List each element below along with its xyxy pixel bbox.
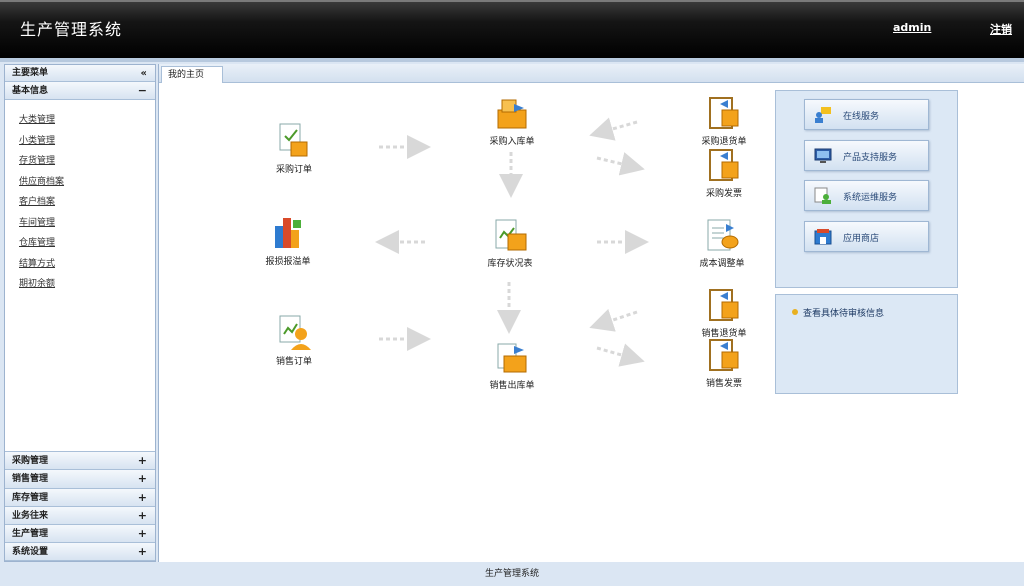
sales-invoice-icon xyxy=(709,339,739,371)
collapse-sidebar-icon[interactable]: « xyxy=(140,68,147,79)
sidebar-section-label: 销售管理 xyxy=(12,474,49,485)
sidebar-item-warehouse[interactable]: 仓库管理 xyxy=(19,238,56,249)
purchase-invoice-node[interactable]: 采购发票 xyxy=(679,148,769,199)
tab-home[interactable]: 我的主页 xyxy=(161,66,224,83)
online-service-button[interactable]: 在线服务 xyxy=(804,99,929,130)
sidebar-section-sales[interactable]: 销售管理 + xyxy=(5,470,155,489)
app-header: 生产管理系统 admin 注销 xyxy=(0,0,1024,58)
sidebar-section-inventory[interactable]: 库存管理 + xyxy=(5,488,155,507)
purchase-order-icon xyxy=(279,123,308,157)
minus-icon[interactable]: − xyxy=(137,84,147,97)
plus-icon[interactable]: + xyxy=(137,490,147,504)
cost-adjust-node[interactable]: 成本调整单 xyxy=(677,218,767,269)
sidebar-section-production[interactable]: 生产管理 + xyxy=(5,524,155,544)
main-panel: 我的主页 采购订单 采购入库单 采购退货单 xyxy=(158,64,1024,562)
sidebar-section-business[interactable]: 业务往来 + xyxy=(5,506,155,525)
node-label: 销售订单 xyxy=(275,357,312,367)
purchase-return-icon xyxy=(709,97,739,129)
app-store-button[interactable]: 应用商店 xyxy=(804,221,929,252)
sidebar-section-label: 采购管理 xyxy=(12,456,49,467)
monitor-icon xyxy=(814,148,832,163)
services-panel: 在线服务 产品支持服务 系统运维服务 xyxy=(775,90,958,288)
purchase-inbound-node[interactable]: 采购入库单 xyxy=(467,96,557,147)
sidebar-item-supplier[interactable]: 供应商档案 xyxy=(19,176,65,187)
plus-icon[interactable]: + xyxy=(137,526,147,540)
node-label: 采购订单 xyxy=(275,165,312,175)
sidebar-section-settings[interactable]: 系统设置 + xyxy=(5,543,155,562)
bullet-icon xyxy=(792,309,798,315)
app-title: 生产管理系统 xyxy=(20,20,123,39)
sidebar-title: 主要菜单 xyxy=(12,68,49,78)
logout-link[interactable]: 注销 xyxy=(990,23,1012,36)
sales-outbound-node[interactable]: 销售出库单 xyxy=(467,340,557,391)
sidebar-section-label: 生产管理 xyxy=(12,528,49,539)
tab-bar: 我的主页 xyxy=(159,64,1024,83)
sidebar-item-list: 大类管理 小类管理 存货管理 供应商档案 客户档案 车间管理 仓库管理 结算方式… xyxy=(5,100,155,453)
inventory-status-node[interactable]: 库存状况表 xyxy=(465,218,555,269)
node-label: 采购发票 xyxy=(705,189,742,199)
sidebar-item-customer[interactable]: 客户档案 xyxy=(19,197,56,208)
sidebar-section-basic-info[interactable]: 基本信息 − xyxy=(5,82,155,101)
purchase-invoice-icon xyxy=(709,149,739,181)
node-label: 采购退货单 xyxy=(701,137,747,147)
plus-icon[interactable]: + xyxy=(137,545,147,559)
sales-return-icon xyxy=(709,289,739,321)
purchase-return-node[interactable]: 采购退货单 xyxy=(679,96,769,147)
sales-order-icon xyxy=(279,315,311,350)
sidebar-header: 主要菜单 « xyxy=(5,65,155,82)
user-link[interactable]: admin xyxy=(893,21,932,34)
node-label: 库存状况表 xyxy=(487,259,533,269)
node-label: 采购入库单 xyxy=(489,137,535,147)
footer: 生产管理系统 xyxy=(0,562,1024,586)
cost-adjust-icon xyxy=(707,219,739,251)
sidebar-item-workshop[interactable]: 车间管理 xyxy=(19,217,56,228)
plus-icon[interactable]: + xyxy=(137,508,147,522)
sales-order-node[interactable]: 销售订单 xyxy=(249,314,339,367)
plus-icon[interactable]: + xyxy=(137,472,147,486)
sidebar-item-stock[interactable]: 存货管理 xyxy=(19,156,56,167)
workflow-diagram: 采购订单 采购入库单 采购退货单 采购发票 xyxy=(159,64,1024,562)
sidebar-section-label: 业务往来 xyxy=(12,510,49,521)
service-label: 在线服务 xyxy=(843,112,880,122)
node-label: 销售退货单 xyxy=(701,329,747,339)
sales-outbound-icon xyxy=(497,343,527,373)
service-label: 应用商店 xyxy=(843,234,880,244)
store-icon xyxy=(814,229,832,245)
ops-user-icon xyxy=(814,187,831,204)
ops-service-button[interactable]: 系统运维服务 xyxy=(804,180,929,211)
loss-report-node[interactable]: 报损报溢单 xyxy=(243,214,333,267)
sidebar-section-label: 基本信息 xyxy=(12,86,49,96)
sidebar: 主要菜单 « 基本信息 − 大类管理 小类管理 存货管理 供应商档案 客户档案 … xyxy=(4,64,156,562)
service-label: 系统运维服务 xyxy=(843,193,898,203)
pending-review-link[interactable]: 查看具体待审核信息 xyxy=(803,309,885,319)
purchase-inbound-icon xyxy=(497,99,527,129)
product-support-button[interactable]: 产品支持服务 xyxy=(804,140,929,171)
purchase-order-node[interactable]: 采购订单 xyxy=(249,122,339,175)
header-divider xyxy=(0,58,1024,62)
workflow-arrows xyxy=(375,117,649,367)
node-label: 销售发票 xyxy=(705,379,742,389)
service-label: 产品支持服务 xyxy=(843,153,898,163)
sidebar-section-label: 系统设置 xyxy=(12,547,49,558)
sidebar-item-category[interactable]: 大类管理 xyxy=(19,115,56,126)
pending-info-panel: 查看具体待审核信息 xyxy=(775,294,958,394)
loss-report-icon xyxy=(275,218,301,248)
sidebar-item-subcategory[interactable]: 小类管理 xyxy=(19,135,56,146)
sidebar-item-opening-balance[interactable]: 期初余额 xyxy=(19,279,56,290)
sales-invoice-node[interactable]: 销售发票 xyxy=(679,338,769,389)
sidebar-item-settlement[interactable]: 结算方式 xyxy=(19,258,56,269)
sales-return-node[interactable]: 销售退货单 xyxy=(679,288,769,339)
footer-text: 生产管理系统 xyxy=(484,569,539,579)
sidebar-section-purchase[interactable]: 采购管理 + xyxy=(5,452,155,471)
plus-icon[interactable]: + xyxy=(137,454,147,468)
node-label: 报损报溢单 xyxy=(265,257,311,267)
inventory-status-icon xyxy=(495,219,527,251)
sidebar-section-label: 库存管理 xyxy=(12,492,49,503)
chat-user-icon xyxy=(815,107,831,123)
node-label: 成本调整单 xyxy=(699,259,745,269)
node-label: 销售出库单 xyxy=(489,381,535,391)
